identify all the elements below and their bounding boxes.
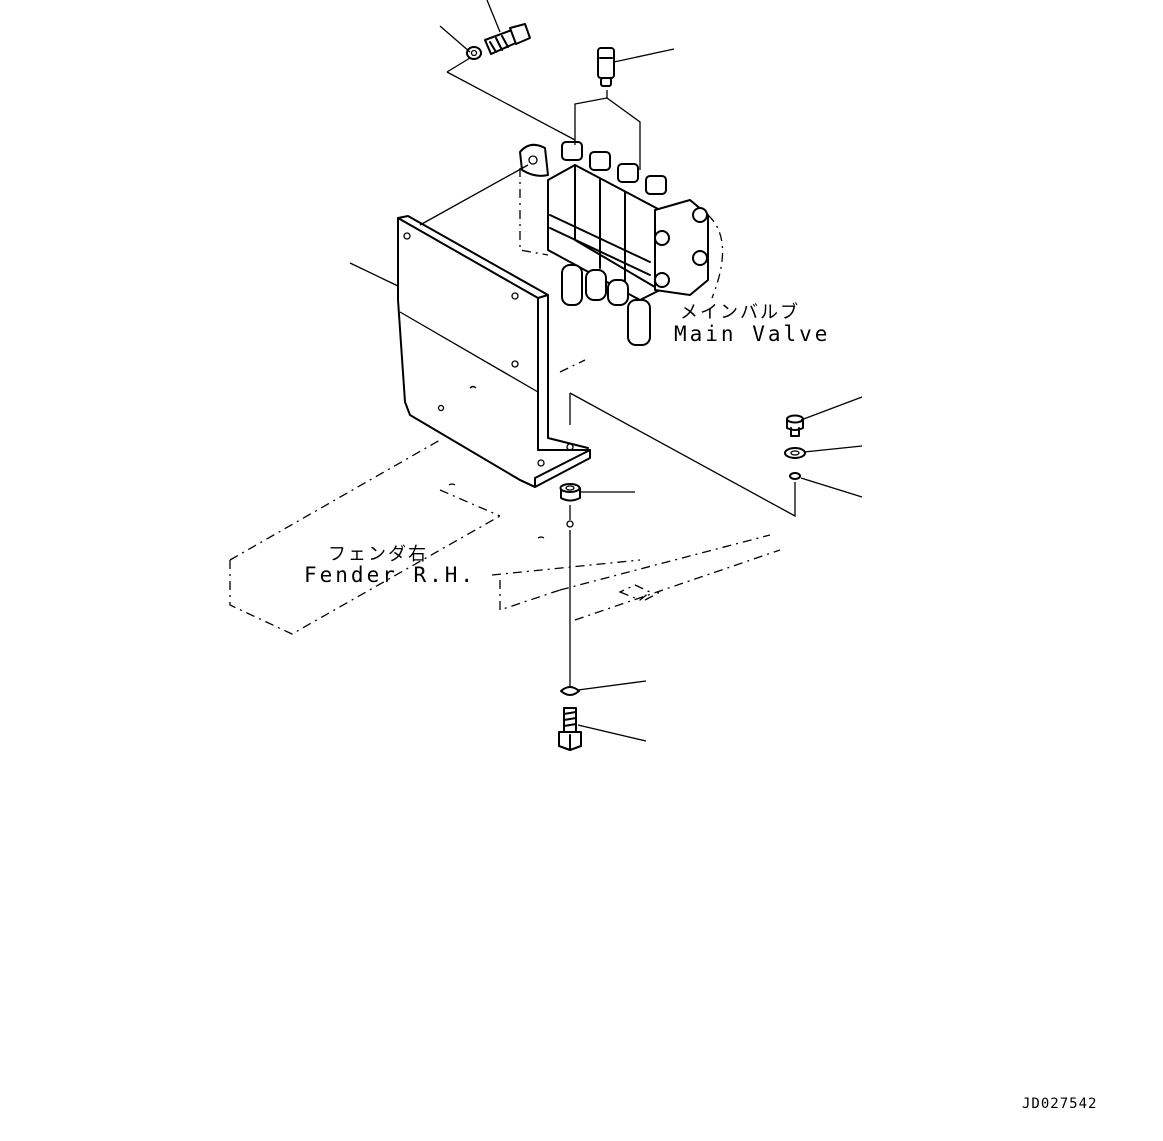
assembly-lines	[419, 57, 796, 688]
leader-lines	[349, 0, 863, 742]
main-valve-label-jp: メインバルブ	[680, 302, 800, 323]
drawing-code: JD027542	[1022, 1096, 1098, 1112]
fender-outline	[229, 359, 781, 635]
lower-spacer	[559, 483, 581, 502]
fender-label-en: Fender R.H.	[304, 563, 477, 587]
lower-washer	[560, 686, 580, 696]
right-washer	[784, 447, 806, 459]
top-bolt	[484, 23, 531, 55]
right-o-ring	[789, 472, 801, 480]
valve-sensor	[597, 47, 615, 87]
lower-bolt	[558, 707, 582, 751]
right-bolt	[786, 414, 804, 437]
top-washer	[466, 46, 482, 60]
bracket	[397, 215, 591, 488]
main-valve	[519, 141, 724, 346]
fender-label-jp: フェンダ右	[328, 544, 428, 565]
main-valve-label-en: Main Valve	[674, 322, 831, 346]
